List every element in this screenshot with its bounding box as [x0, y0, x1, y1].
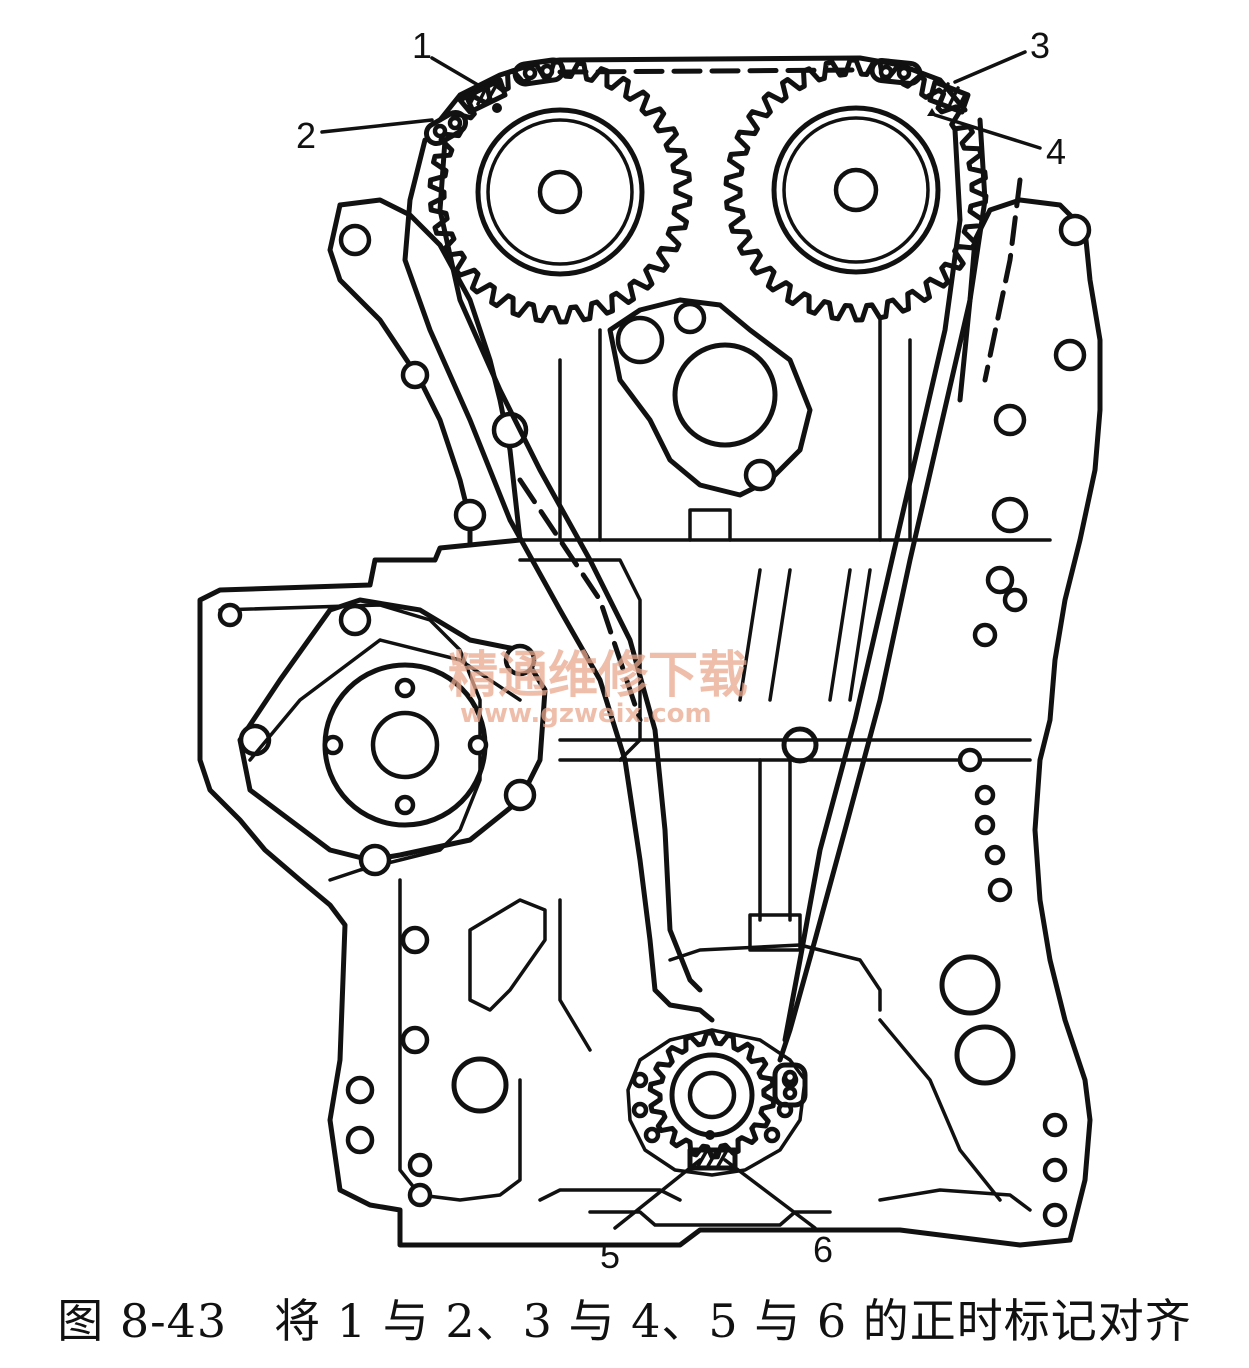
watermark-url: www.gzweix.com — [460, 699, 712, 729]
timing-chain — [402, 55, 1023, 1177]
crankshaft-sprocket — [631, 1030, 799, 1160]
callout-4: 4 — [1046, 131, 1066, 172]
perimeter-bolt-holes — [338, 213, 1092, 1228]
block-ribs — [518, 318, 1052, 1202]
exhaust-cam-sprocket — [723, 57, 989, 323]
callout-3: 3 — [1030, 25, 1050, 66]
callout-labels: 1 2 3 4 5 6 — [296, 25, 1066, 1276]
oil-pump-housing — [217, 597, 548, 877]
timing-marks — [457, 77, 971, 1171]
callout-1: 1 — [412, 25, 432, 66]
watermark: 精通维修下载 www.gzweix.com — [448, 646, 748, 729]
watermark-title: 精通维修下载 — [448, 646, 748, 704]
callout-2: 2 — [296, 115, 316, 156]
intake-cam-sprocket — [427, 59, 693, 325]
figure-caption: 图 8-43 将 1 与 2、3 与 4、5 与 6 的正时标记对齐 — [57, 1294, 1192, 1348]
timing-mark-1 — [457, 77, 508, 115]
callout-leaders — [320, 50, 1042, 1230]
callout-6: 6 — [813, 1229, 833, 1270]
marked-chain-links — [423, 57, 923, 1108]
callout-5: 5 — [600, 1235, 620, 1276]
water-pump-boss — [607, 297, 813, 498]
engine-block-outline — [197, 197, 1103, 1248]
